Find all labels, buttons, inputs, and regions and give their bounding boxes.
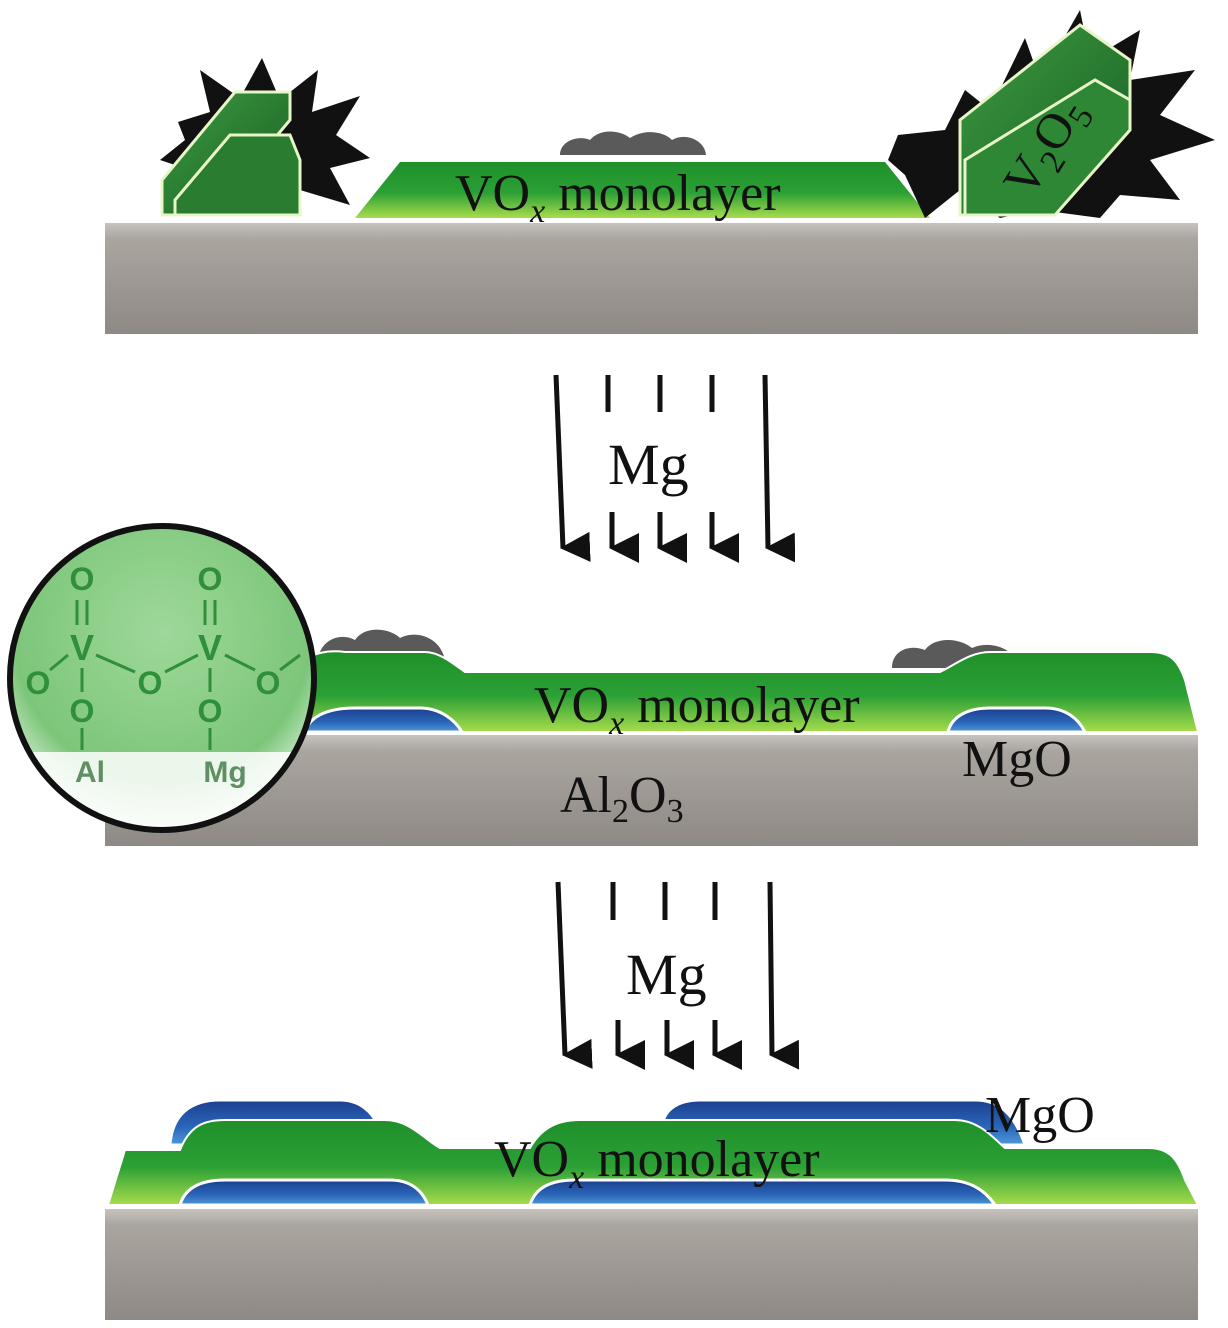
mol-v-left: V (70, 627, 94, 668)
mgo-label-3: MgO (985, 1087, 1095, 1144)
mg-label-2: Mg (626, 942, 707, 1007)
mg-deposition-arrows-1 (553, 374, 796, 563)
substrate-1 (105, 222, 1198, 334)
mol-o-mid-left: O (70, 693, 95, 729)
mol-al: Al (75, 756, 105, 789)
substrate-3 (105, 1208, 1198, 1320)
mgo-label-2: MgO (962, 731, 1072, 788)
soot-particle-1 (560, 131, 706, 155)
mol-mg: Mg (203, 756, 246, 789)
vox-monolayer-label-3: VOx monolayer (494, 1131, 820, 1196)
v2o5-crystal-left (160, 90, 302, 217)
mol-o-top-right: O (198, 561, 223, 597)
panel-2: VOx monolayer MgO Al2O3 O V O Al (7, 523, 1200, 846)
al2o3-label: Al2O3 (560, 767, 684, 830)
mol-o-left: O (26, 665, 51, 701)
mol-o-bridge: O (138, 665, 163, 701)
vox-monolayer-1 (355, 162, 930, 218)
vox-monolayer-label-2: VOx monolayer (534, 677, 860, 742)
panel-3: VOx monolayer MgO (105, 1087, 1200, 1320)
mol-o-right: O (256, 665, 281, 701)
vox-monolayer-label-1: VOx monolayer (455, 165, 781, 230)
mg-deposition-arrows-2 (555, 881, 800, 1070)
mgo-bottom-island-3b (527, 1178, 998, 1207)
v2o5-crystal-right (958, 23, 1132, 217)
mol-o-top-left: O (70, 561, 95, 597)
mgo-bottom-island-3a (177, 1178, 431, 1207)
molecular-structure-inset: O V O Al O O O V (7, 523, 317, 833)
mg-label-1: Mg (608, 432, 689, 497)
panel-1: VOx monolayer V2O5 (105, 10, 1215, 334)
mol-o-mid-right: O (198, 693, 223, 729)
mol-v-right: V (198, 627, 222, 668)
mgo-island-2b (946, 706, 1088, 734)
mgo-island-2a (302, 706, 465, 734)
